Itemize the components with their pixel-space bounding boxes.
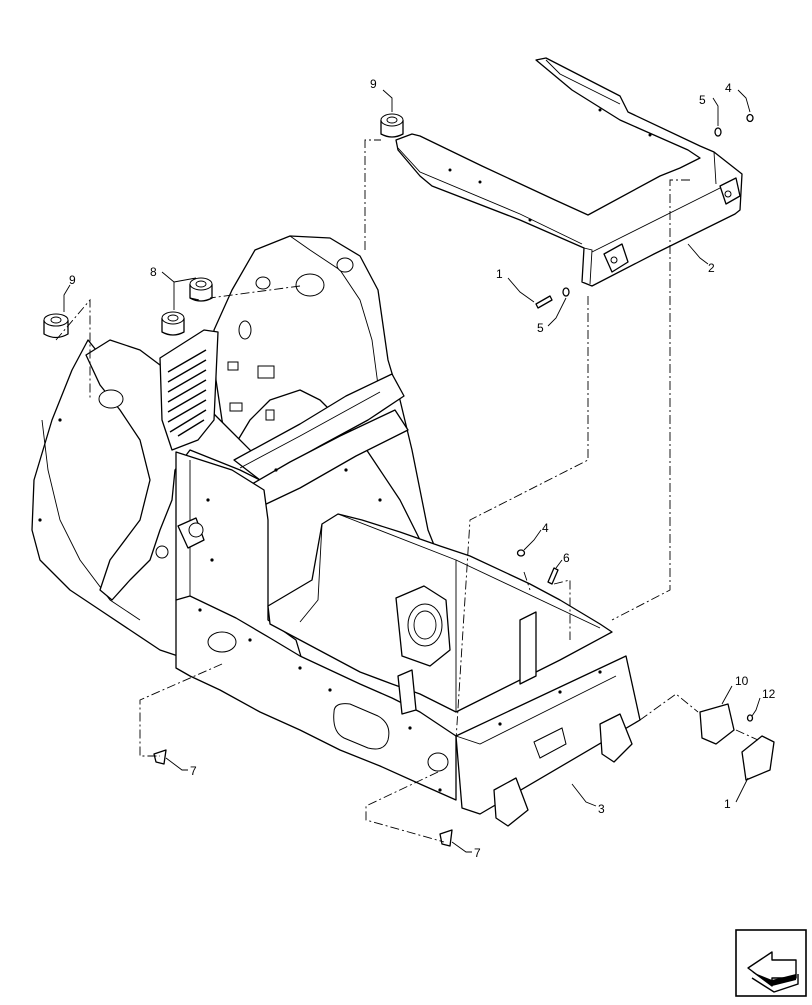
screw-part-12 bbox=[746, 714, 754, 722]
bolt-part-1-upper bbox=[535, 295, 553, 309]
bolt-part-7-left bbox=[153, 749, 167, 765]
spacer-part-9-top bbox=[380, 113, 404, 138]
callout-7-center: 7 bbox=[474, 846, 481, 860]
washer-part-5-lower bbox=[562, 287, 570, 297]
callout-leaders bbox=[63, 89, 761, 853]
previous-page-arrow-icon[interactable] bbox=[735, 929, 807, 997]
callout-10: 10 bbox=[735, 674, 749, 688]
nut-part-4-upper bbox=[746, 113, 754, 123]
callout-7-left: 7 bbox=[190, 764, 197, 778]
spacer-part-8-upper bbox=[189, 277, 213, 302]
assembly-dash-lines bbox=[55, 139, 759, 843]
bolt-part-7-center bbox=[439, 829, 453, 847]
nut-part-4-mid bbox=[516, 549, 526, 557]
callout-5-upper: 5 bbox=[699, 93, 706, 107]
cover-plate-part-10 bbox=[699, 703, 735, 745]
callout-1-lower: 1 bbox=[724, 797, 731, 811]
main-chassis-frame-part-3 bbox=[31, 235, 641, 827]
callout-3: 3 bbox=[598, 802, 605, 816]
spacer-part-9-left bbox=[43, 313, 69, 339]
cooling-grille bbox=[167, 349, 207, 437]
spacer-part-8-lower bbox=[161, 311, 185, 336]
washer-part-5-upper bbox=[714, 127, 722, 137]
callout-9-left: 9 bbox=[69, 273, 76, 287]
callout-4-mid: 4 bbox=[542, 521, 549, 535]
upper-crossmember-part-2 bbox=[395, 57, 743, 287]
callout-8: 8 bbox=[150, 265, 157, 279]
callout-9-top: 9 bbox=[370, 77, 377, 91]
callout-4-upper: 4 bbox=[725, 81, 732, 95]
callout-12: 12 bbox=[762, 687, 776, 701]
callout-1-upper: 1 bbox=[496, 267, 503, 281]
decal-part-1-lower bbox=[741, 735, 775, 781]
callout-2: 2 bbox=[708, 261, 715, 275]
callout-5-lower: 5 bbox=[537, 321, 544, 335]
callout-6: 6 bbox=[563, 551, 570, 565]
bolt-part-6 bbox=[547, 567, 559, 585]
